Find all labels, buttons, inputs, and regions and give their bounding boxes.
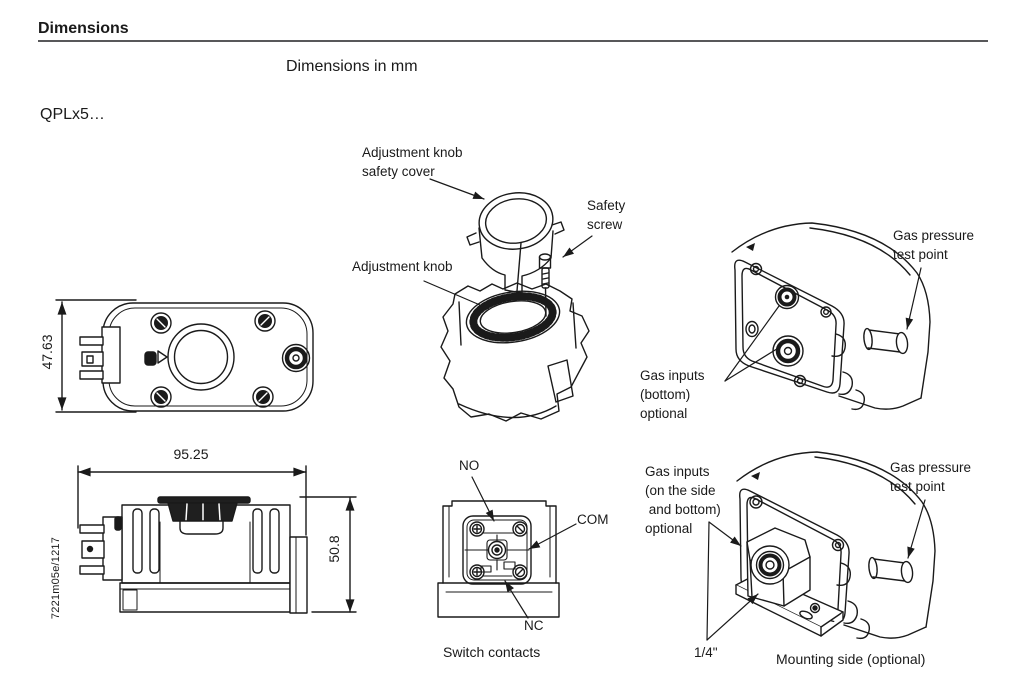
corner-screws xyxy=(150,310,276,408)
electrical-connector xyxy=(79,326,121,384)
side-view-drawing xyxy=(77,465,357,614)
test-point-label-top: Gas pressure test point xyxy=(893,228,975,262)
safety-screw-label: Safety screw xyxy=(587,198,626,232)
quarter-inch-label: 1/4" xyxy=(694,645,718,660)
front-view-drawing xyxy=(55,299,314,413)
side-width-dimension: 95.25 xyxy=(173,446,209,462)
contact-maze xyxy=(464,532,530,577)
bottom-iso-drawing xyxy=(724,222,931,411)
adjustment-knob xyxy=(465,290,561,344)
model-label: QPLx5… xyxy=(40,106,105,123)
electrical-connector-side xyxy=(79,516,123,581)
page-title: Dimensions xyxy=(38,20,129,37)
side-gas-input-fitting xyxy=(746,527,811,607)
adjustment-knob-label: Adjustment knob xyxy=(352,259,453,274)
units-note: Dimensions in mm xyxy=(286,58,418,75)
side-port xyxy=(281,343,311,373)
gas-inputs-label-top: Gas inputs (bottom) optional xyxy=(640,368,705,421)
front-height-dimension: 47.63 xyxy=(39,334,55,370)
knurled-knob-side xyxy=(157,496,251,535)
figure-reference: 7221m05e/1217 xyxy=(50,536,62,620)
switch-contacts-caption: Switch contacts xyxy=(443,644,541,660)
exploded-view-drawing xyxy=(423,178,593,422)
no-contact-label: NO xyxy=(459,458,480,473)
side-height-dimension: 50.8 xyxy=(326,535,342,563)
nc-contact-label: NC xyxy=(524,618,544,633)
contact-screws xyxy=(469,521,528,580)
gas-inputs-label-bottom: Gas inputs (on the side and bottom) opti… xyxy=(645,464,721,536)
test-point-label-bottom: Gas pressure test point xyxy=(890,460,972,494)
mounting-side-caption: Mounting side (optional) xyxy=(776,651,926,667)
com-contact-label: COM xyxy=(577,512,609,527)
heading-rule xyxy=(38,40,988,42)
cover-label: Adjustment knob safety cover xyxy=(362,145,463,179)
mounting-iso-drawing xyxy=(706,451,936,641)
gas-input-ports xyxy=(745,262,832,388)
switch-contacts-drawing xyxy=(437,476,577,619)
